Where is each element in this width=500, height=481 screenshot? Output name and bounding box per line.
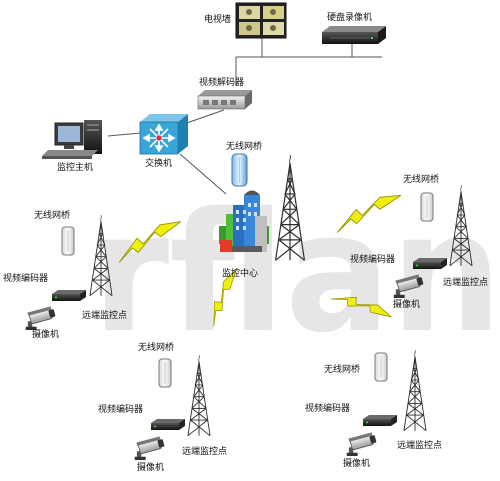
- tower-bottom-left-icon: [187, 354, 211, 437]
- video-encoder-left-icon: [52, 290, 86, 301]
- wireless-bridge-bottom-left-icon: [158, 358, 172, 388]
- tv-wall-icon: [235, 2, 287, 39]
- label-wireless-bridge-bottom-right: 无线网桥: [324, 365, 361, 375]
- label-video-encoder-left: 视频编码器: [3, 274, 49, 284]
- label-remote-site-bottom-left: 远端监控点: [182, 447, 228, 457]
- tower-left-icon: [89, 214, 113, 297]
- label-wireless-bridge-bottom-left: 无线网桥: [138, 343, 175, 353]
- switch-icon: [139, 114, 188, 155]
- monitor-host-icon: [42, 120, 102, 159]
- label-video-decoder: 视频解码器: [199, 78, 245, 88]
- label-video-encoder-bottom-left: 视频编码器: [98, 405, 144, 415]
- camera-bottom-left-icon: [134, 435, 166, 461]
- wireless-bridge-bottom-right-icon: [374, 352, 388, 382]
- wireless-link-right-icon: [331, 192, 407, 234]
- label-remote-site-left: 远端监控点: [82, 311, 128, 321]
- wireless-bridge-right-icon: [420, 192, 434, 222]
- label-video-encoder-right: 视频编码器: [350, 255, 396, 265]
- label-switch: 交换机: [145, 159, 173, 169]
- label-video-encoder-bottom-right: 视频编码器: [305, 404, 351, 414]
- video-encoder-bottom-right-icon: [363, 415, 397, 426]
- wireless-link-left-icon: [112, 218, 188, 263]
- label-camera-left: 摄像机: [32, 330, 60, 340]
- label-wireless-bridge-left: 无线网桥: [34, 211, 71, 221]
- label-remote-site-bottom-right: 远端监控点: [397, 441, 443, 451]
- video-encoder-right-icon: [413, 258, 447, 269]
- label-camera-bottom-right: 摄像机: [343, 459, 371, 469]
- tower-right-icon: [449, 184, 473, 267]
- camera-right-icon: [393, 273, 425, 299]
- label-monitor-host: 监控主机: [57, 163, 94, 173]
- label-tv-wall: 电视墙: [204, 15, 232, 25]
- wireless-link-bottom-right-icon: [330, 280, 393, 334]
- video-encoder-bottom-left-icon: [151, 419, 185, 430]
- dvr-icon: [322, 26, 386, 44]
- label-wireless-bridge-center: 无线网桥: [226, 142, 263, 152]
- camera-bottom-right-icon: [346, 431, 378, 457]
- monitoring-center-icon: [219, 190, 269, 252]
- label-camera-right: 摄像机: [393, 300, 421, 310]
- label-monitoring-center: 监控中心: [222, 269, 259, 279]
- top-wiring: [107, 38, 382, 195]
- wireless-bridge-center-icon: [231, 153, 248, 187]
- remote-site-bottom-left: [134, 354, 211, 461]
- tower-bottom-right-icon: [403, 349, 427, 432]
- camera-left-icon: [25, 305, 57, 331]
- label-dvr: 硬盘录像机: [327, 13, 373, 23]
- label-wireless-bridge-right: 无线网桥: [403, 175, 440, 185]
- wireless-bridge-left-icon: [61, 226, 75, 256]
- video-decoder-icon: [197, 90, 252, 110]
- label-remote-site-right: 远端监控点: [443, 278, 489, 288]
- label-camera-bottom-left: 摄像机: [137, 463, 165, 473]
- center-tower-icon: [274, 154, 306, 262]
